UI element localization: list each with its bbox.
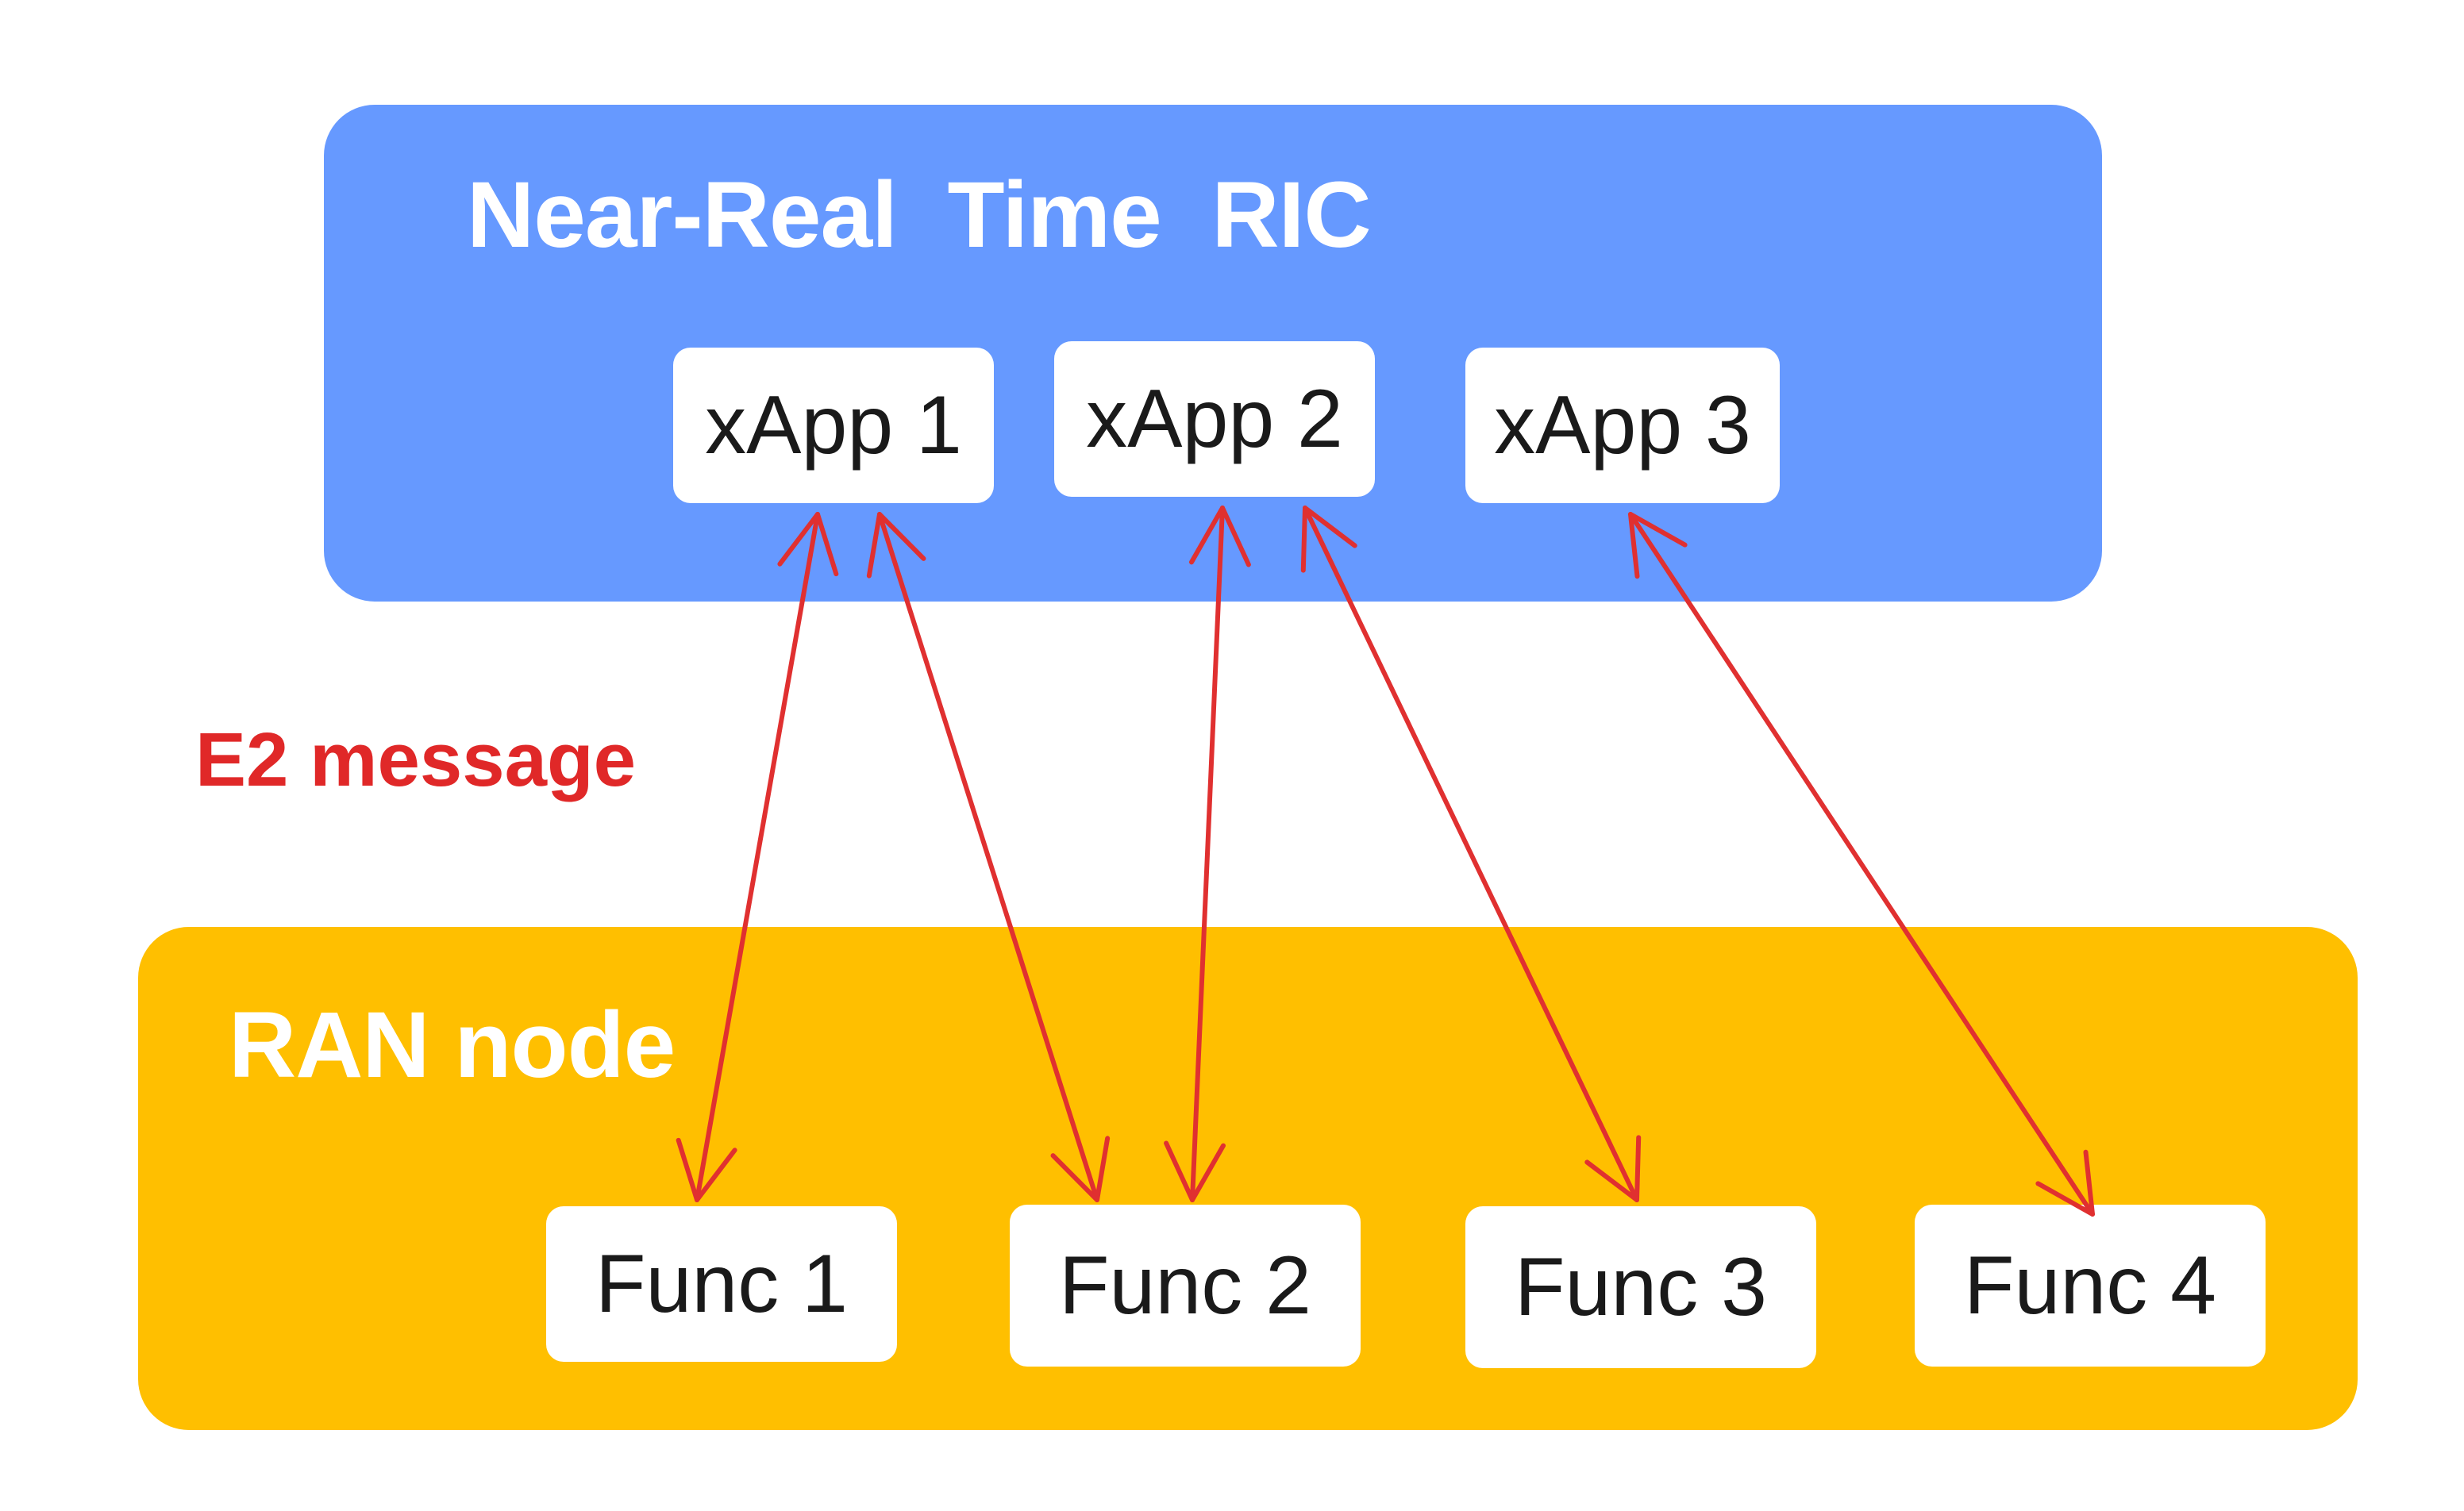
e2-message-label: E2 message [195, 717, 637, 802]
xapp-2-box: xApp 2 [1054, 341, 1375, 497]
func-3-box: Func 3 [1465, 1206, 1816, 1368]
ran-title: RAN node [229, 993, 676, 1098]
xapp-3-box: xApp 3 [1465, 348, 1780, 503]
ric-title: Near-Real Time RIC [467, 163, 1372, 267]
func-2-box: Func 2 [1010, 1205, 1361, 1367]
func-1-box: Func 1 [546, 1206, 897, 1362]
xapp-1-box: xApp 1 [673, 348, 994, 503]
func-4-box: Func 4 [1915, 1205, 2266, 1367]
